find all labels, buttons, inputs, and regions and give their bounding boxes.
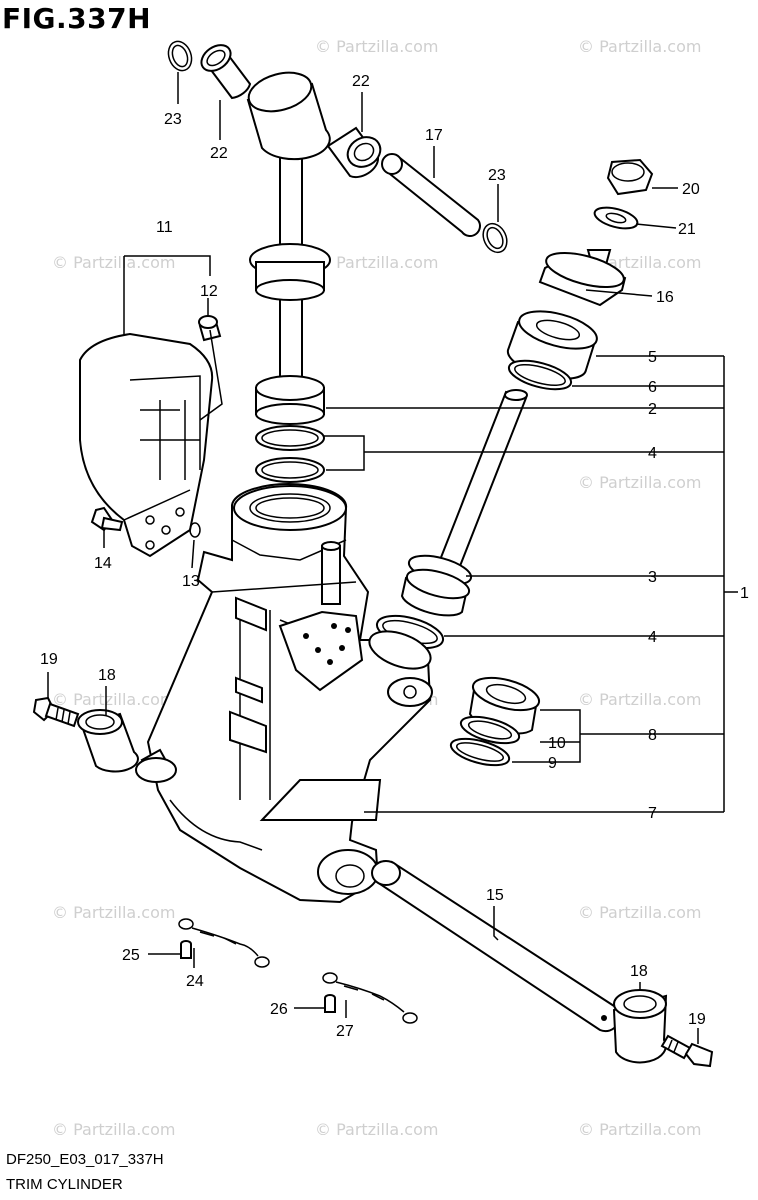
part-label: 26	[270, 1001, 288, 1018]
part-label: 19	[40, 651, 58, 668]
part-3-piston-rod	[400, 389, 528, 617]
part-18-bushing-right	[612, 989, 668, 1064]
watermark: © Partzilla.com	[578, 690, 701, 709]
part-label: 8	[648, 727, 657, 744]
leader-lines	[47, 72, 738, 1044]
part-label: 4	[648, 445, 657, 462]
part-label: 4	[648, 629, 657, 646]
part-20-nut	[606, 158, 654, 196]
watermark: © Partzilla.com	[52, 690, 175, 709]
part-label: 18	[98, 667, 116, 684]
part-23-circlip-upper	[167, 40, 193, 72]
watermark-layer: © Partzilla.com © Partzilla.com © Partzi…	[52, 37, 701, 1139]
watermark: © Partzilla.com	[315, 37, 438, 56]
part-label: 23	[164, 111, 182, 128]
watermark: © Partzilla.com	[578, 1120, 701, 1139]
part-label: 14	[94, 555, 112, 572]
part-label: 5	[648, 349, 657, 366]
part-8-valve-assembly	[449, 676, 541, 767]
watermark: © Partzilla.com	[578, 473, 701, 492]
part-22-bushing-right	[326, 126, 382, 179]
part-4-o-rings-upper	[255, 425, 325, 483]
part-label: 3	[648, 569, 657, 586]
part-23-circlip-right	[482, 222, 508, 254]
part-7-cylinder-body	[135, 483, 433, 904]
watermark: © Partzilla.com	[315, 1120, 438, 1139]
part-label: 27	[336, 1023, 354, 1040]
part-label: 15	[486, 887, 504, 904]
watermark: © Partzilla.com	[52, 1120, 175, 1139]
part-14-bolt	[90, 506, 124, 532]
part-label: 25	[122, 947, 140, 964]
part-25-bolt	[180, 940, 192, 959]
part-label: 24	[186, 973, 204, 990]
part-21-washer	[593, 206, 639, 230]
part-22-bushing-upper	[200, 44, 252, 100]
part-11-cover	[79, 332, 214, 558]
diagram-code: DF250_E03_017_337H	[6, 1151, 164, 1168]
part-label: 9	[548, 755, 557, 772]
part-label: 22	[352, 73, 370, 90]
part-17-pin	[381, 153, 481, 237]
part-labels: 23 22 22 17 23 20 21 16 5 6 2 4 3 4 8 10…	[40, 73, 749, 1040]
part-label: 10	[548, 735, 566, 752]
part-label: 16	[656, 289, 674, 306]
part-label: 11	[156, 219, 173, 236]
part-19-bolt-left	[32, 696, 80, 728]
part-label: 13	[182, 573, 200, 590]
watermark: © Partzilla.com	[315, 253, 438, 272]
watermark: © Partzilla.com	[52, 253, 175, 272]
part-16-cylinder-cap	[538, 249, 627, 307]
part-27-ground-wire	[322, 972, 418, 1024]
watermark: © Partzilla.com	[578, 903, 701, 922]
part-label: 7	[648, 805, 657, 822]
part-label: 22	[210, 145, 228, 162]
part-6-o-ring	[507, 359, 573, 391]
watermark: © Partzilla.com	[52, 903, 175, 922]
diagram-name: TRIM CYLINDER	[6, 1176, 123, 1193]
part-label: 21	[678, 221, 696, 238]
part-trim-rod	[246, 71, 331, 425]
part-label: 17	[425, 127, 443, 144]
part-19-bolt-right	[660, 1034, 714, 1068]
part-24-ground-wire	[178, 918, 270, 968]
part-label: 20	[682, 181, 700, 198]
figure-title: FIG.337H	[2, 2, 152, 35]
part-label: 6	[648, 379, 657, 396]
part-label: 19	[688, 1011, 706, 1028]
part-12-cap	[198, 315, 222, 342]
part-label: 2	[648, 401, 657, 418]
part-label: 1	[740, 585, 749, 602]
part-26-bolt	[324, 994, 336, 1013]
part-label: 12	[200, 283, 218, 300]
watermark: © Partzilla.com	[578, 37, 701, 56]
part-18-bushing-left	[77, 709, 139, 773]
part-label: 23	[488, 167, 506, 184]
part-13-washer	[189, 522, 201, 538]
part-label: 18	[630, 963, 648, 980]
